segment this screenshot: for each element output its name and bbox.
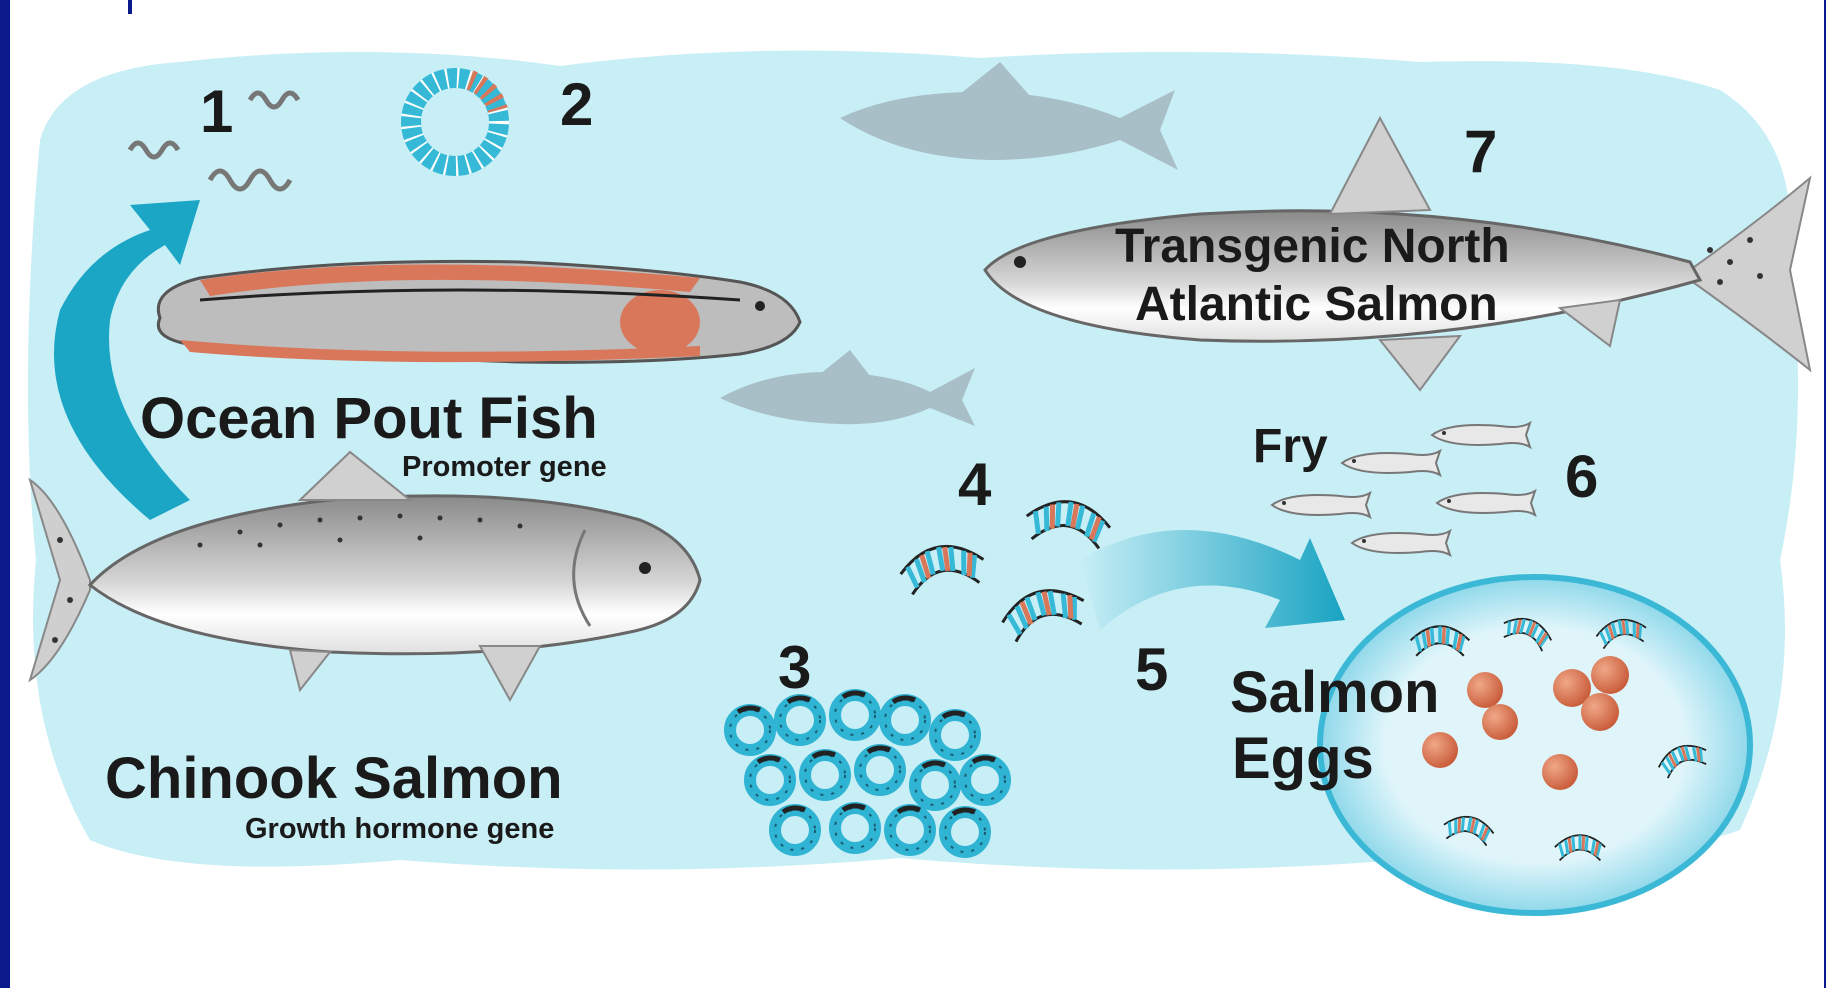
step-7-label: 7 bbox=[1464, 118, 1497, 185]
salmon-eggs-dish bbox=[1320, 577, 1750, 913]
step-5-label: 5 bbox=[1135, 636, 1168, 703]
step-6-label: 6 bbox=[1565, 443, 1598, 510]
ocean-pout-gene: Promoter gene bbox=[402, 451, 607, 483]
step-4-label: 4 bbox=[958, 451, 992, 518]
salmon-eggs-line1: Salmon bbox=[1230, 660, 1440, 725]
step-3-label: 3 bbox=[778, 634, 811, 701]
transgenic-title-line1: Transgenic North bbox=[1115, 220, 1510, 273]
step-2-label: 2 bbox=[560, 71, 593, 138]
step-1-label: 1 bbox=[200, 78, 233, 145]
transgenic-title-line2: Atlantic Salmon bbox=[1135, 278, 1498, 331]
salmon-eggs-line2: Eggs bbox=[1232, 726, 1374, 791]
chinook-title: Chinook Salmon bbox=[105, 746, 563, 811]
ocean-pout-title: Ocean Pout Fish bbox=[140, 386, 598, 451]
chinook-gene: Growth hormone gene bbox=[245, 813, 554, 845]
fry-label: Fry bbox=[1253, 420, 1328, 473]
ocean-pout-fish bbox=[158, 261, 800, 362]
